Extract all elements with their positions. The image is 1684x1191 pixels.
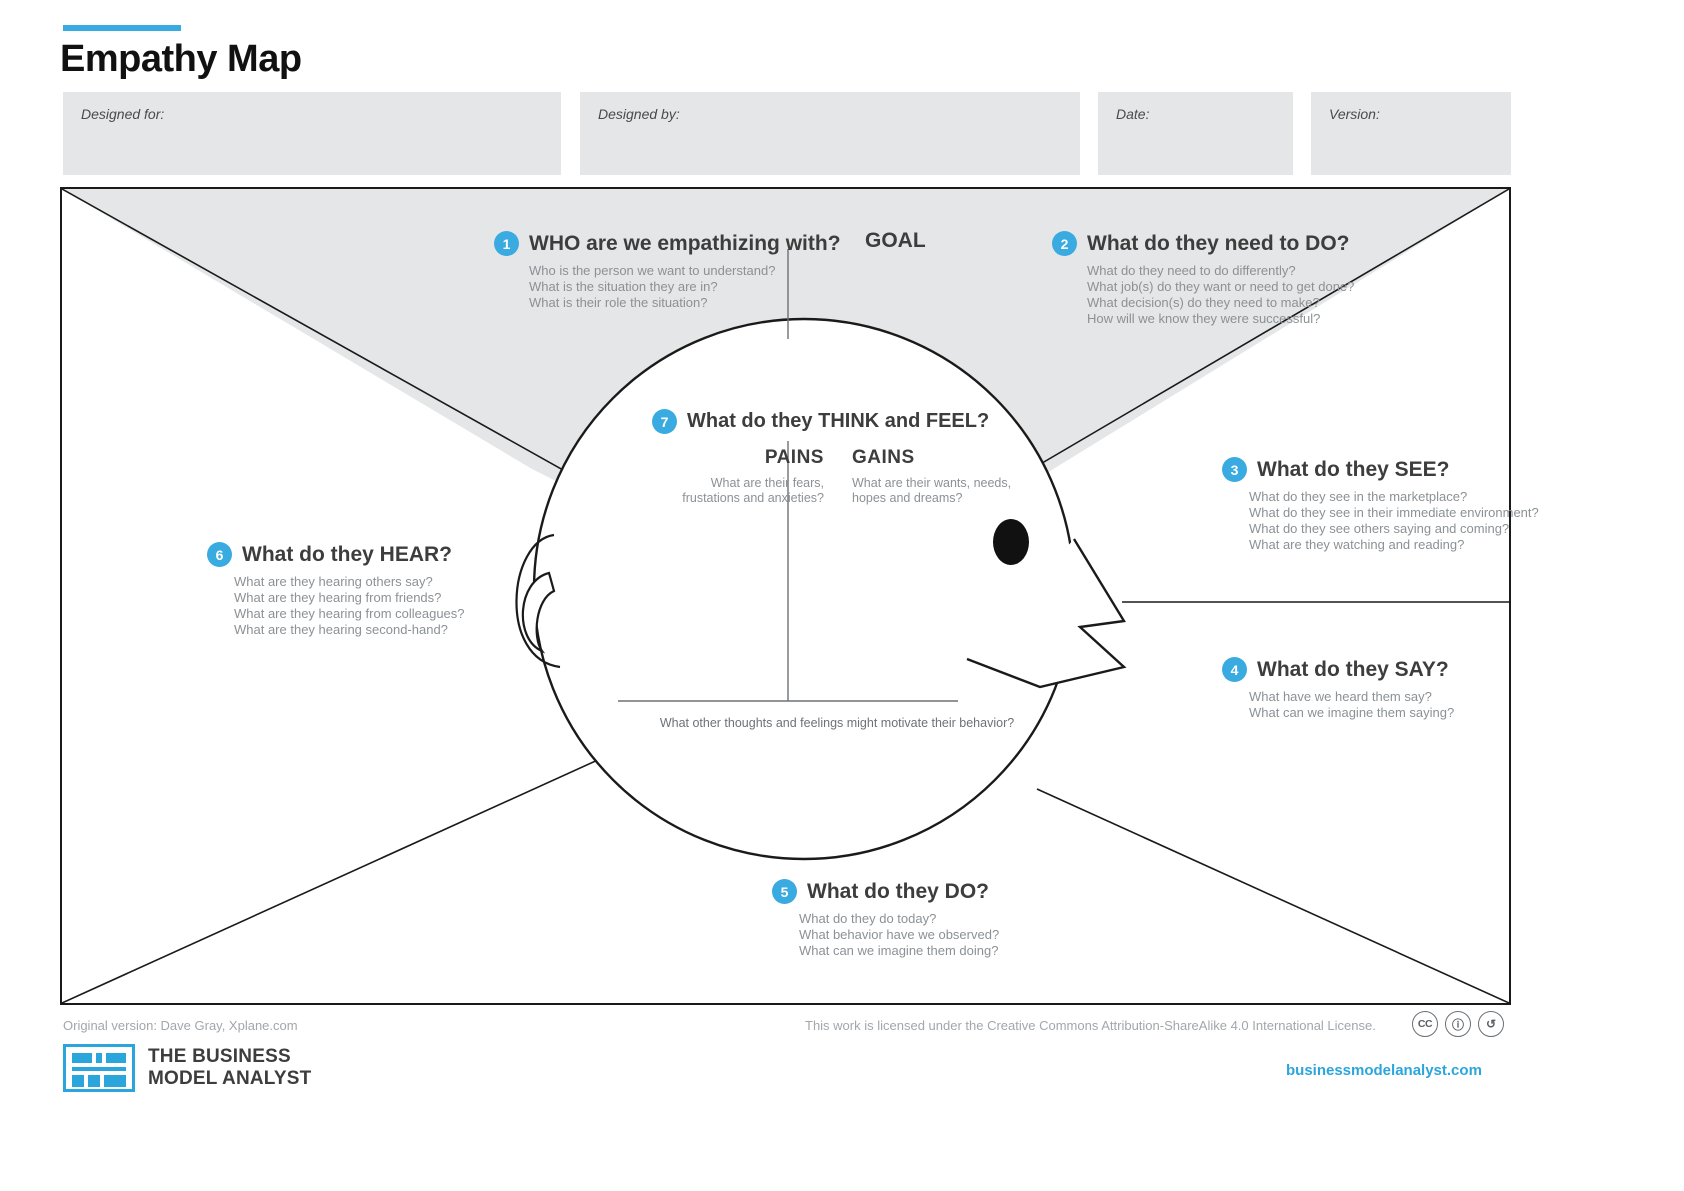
think-and-feel-footer-text: What other thoughts and feelings might m…	[659, 716, 1015, 730]
brand-line-2: MODEL ANALYST	[148, 1068, 312, 1089]
section-need-to-do-title: What do they need to DO?	[1087, 231, 1350, 255]
creative-commons-icon: CC	[1412, 1011, 1438, 1037]
gains-line: What are their wants, needs,	[852, 476, 1012, 490]
date-label: Date:	[1116, 106, 1150, 122]
section-see-header: 3 What do they SEE?	[1222, 457, 1539, 482]
designed-by-label: Designed by:	[598, 106, 680, 122]
badge-number-6: 6	[207, 542, 232, 567]
section-see-line: What do they see in the marketplace?	[1249, 489, 1468, 504]
section-say-line: What have we heard them say?	[1249, 689, 1432, 704]
section-do-line: What behavior have we observed?	[799, 927, 1000, 942]
section-who-line: Who is the person we want to understand?	[529, 263, 776, 278]
website-link[interactable]: businessmodelanalyst.com	[1286, 1062, 1482, 1079]
section-need-to-do-body: What do they need to do differently? Wha…	[1087, 263, 1354, 327]
section-say-line: What can we imagine them saying?	[1249, 705, 1455, 720]
date-field[interactable]: Date:	[1098, 92, 1293, 175]
share-alike-icon: ↺	[1478, 1011, 1504, 1037]
section-see-line: What do they see in their immediate envi…	[1249, 505, 1539, 520]
section-do: 5 What do they DO? What do they do today…	[772, 879, 999, 959]
business-model-analyst-logo-icon	[63, 1044, 135, 1092]
pains-line: frustations and anxieties?	[682, 491, 824, 505]
section-see-line: What do they see others saying and comin…	[1249, 521, 1510, 536]
pains-gains-wrapper: PAINS What are their fears, frustations …	[663, 447, 1013, 506]
section-say-body: What have we heard them say? What can we…	[1249, 689, 1454, 721]
section-do-body: What do they do today? What behavior hav…	[799, 911, 999, 959]
section-hear-line: What are they hearing second-hand?	[234, 622, 448, 637]
creative-commons-icons: CC ⓘ ↺	[1412, 1011, 1504, 1037]
gains-column: GAINS What are their wants, needs, hopes…	[838, 447, 1013, 506]
accent-bar	[63, 25, 181, 31]
pains-title: PAINS	[764, 447, 824, 468]
page-title: Empathy Map	[60, 38, 302, 80]
section-who-body: Who is the person we want to understand?…	[529, 263, 841, 311]
badge-number-5: 5	[772, 879, 797, 904]
original-version-credit: Original version: Dave Gray, Xplane.com	[63, 1018, 298, 1033]
designed-for-label: Designed for:	[81, 106, 165, 122]
version-field[interactable]: Version:	[1311, 92, 1511, 175]
section-who: 1 WHO are we empathizing with? Who is th…	[494, 231, 841, 311]
goal-label: GOAL	[865, 229, 926, 252]
section-see-line: What are they watching and reading?	[1249, 537, 1465, 552]
section-who-line: What is the situation they are in?	[529, 279, 718, 294]
section-need-to-do-line: How will we know they were successful?	[1087, 311, 1321, 326]
section-say-header: 4 What do they SAY?	[1222, 657, 1454, 682]
section-do-line: What can we imagine them doing?	[799, 943, 999, 958]
section-need-to-do-line: What do they need to do differently?	[1087, 263, 1296, 278]
pains-body: What are their fears, frustations and an…	[663, 476, 824, 506]
designed-by-field[interactable]: Designed by:	[580, 92, 1080, 175]
section-hear-line: What are they hearing from colleagues?	[234, 606, 465, 621]
section-need-to-do-line: What job(s) do they want or need to get …	[1087, 279, 1355, 294]
section-see-title: What do they SEE?	[1257, 457, 1450, 481]
badge-number-3: 3	[1222, 457, 1247, 482]
license-text: This work is licensed under the Creative…	[805, 1018, 1376, 1033]
badge-number-1: 1	[494, 231, 519, 256]
version-label: Version:	[1329, 106, 1380, 122]
section-hear-title: What do they HEAR?	[242, 542, 452, 566]
section-hear-line: What are they hearing others say?	[234, 574, 433, 589]
section-do-header: 5 What do they DO?	[772, 879, 999, 904]
badge-number-7: 7	[652, 409, 677, 434]
section-think-and-feel-header: 7 What do they THINK and FEEL?	[652, 409, 989, 434]
section-do-title: What do they DO?	[807, 879, 989, 903]
designed-for-field[interactable]: Designed for:	[63, 92, 561, 175]
section-hear-line: What are they hearing from friends?	[234, 590, 442, 605]
section-hear: 6 What do they HEAR? What are they heari…	[207, 542, 465, 638]
section-think-and-feel: 7 What do they THINK and FEEL?	[652, 409, 989, 434]
pains-line: What are their fears,	[710, 476, 824, 490]
badge-number-4: 4	[1222, 657, 1247, 682]
empathy-map-canvas: GOAL 1 WHO are we empathizing with? Who …	[60, 187, 1539, 1005]
section-need-to-do: 2 What do they need to DO? What do they …	[1052, 231, 1354, 327]
section-do-line: What do they do today?	[799, 911, 937, 926]
empathy-map-illustration	[62, 189, 1509, 1003]
section-see: 3 What do they SEE? What do they see in …	[1222, 457, 1539, 553]
section-who-header: 1 WHO are we empathizing with?	[494, 231, 841, 256]
gains-title: GAINS	[852, 447, 915, 468]
gains-body: What are their wants, needs, hopes and d…	[852, 476, 1013, 506]
section-hear-header: 6 What do they HEAR?	[207, 542, 465, 567]
attribution-person-icon: ⓘ	[1445, 1011, 1471, 1037]
brand-line-1: THE BUSINESS	[148, 1046, 291, 1067]
brand-name: THE BUSINESS MODEL ANALYST	[148, 1046, 311, 1090]
section-hear-body: What are they hearing others say? What a…	[234, 574, 465, 638]
section-say: 4 What do they SAY? What have we heard t…	[1222, 657, 1454, 721]
badge-number-2: 2	[1052, 231, 1077, 256]
section-see-body: What do they see in the marketplace? Wha…	[1249, 489, 1539, 553]
pains-column: PAINS What are their fears, frustations …	[663, 447, 838, 506]
section-need-to-do-line: What decision(s) do they need to make?	[1087, 295, 1320, 310]
section-who-line: What is their role the situation?	[529, 295, 708, 310]
gains-line: hopes and dreams?	[852, 491, 963, 505]
section-say-title: What do they SAY?	[1257, 657, 1449, 681]
section-think-and-feel-title: What do they THINK and FEEL?	[687, 410, 990, 432]
section-who-title: WHO are we empathizing with?	[529, 231, 841, 255]
section-need-to-do-header: 2 What do they need to DO?	[1052, 231, 1354, 256]
